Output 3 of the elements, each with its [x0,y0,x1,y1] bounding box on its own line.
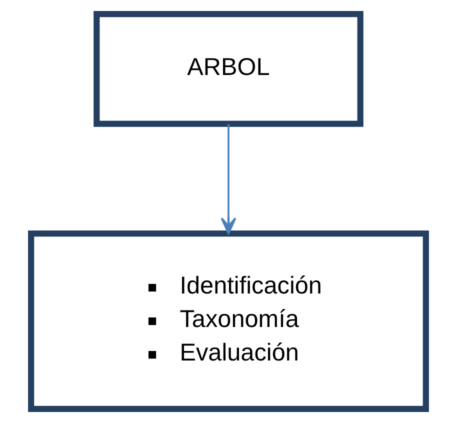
node-box: ARBOL [93,11,363,127]
arrow [220,124,236,234]
node-box: Identificación Taxonomía Evaluación [28,230,428,412]
